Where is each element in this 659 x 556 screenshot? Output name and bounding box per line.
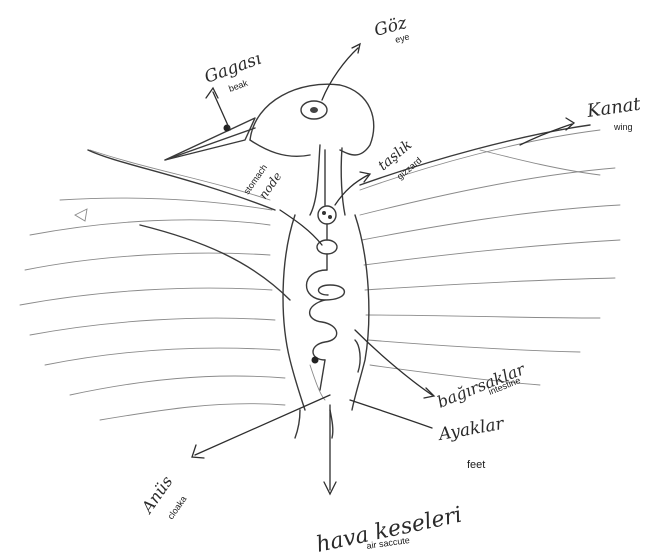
body-drawing (283, 145, 369, 438)
beak-drawing (165, 118, 255, 160)
right-wing-drawing (360, 125, 620, 385)
feet-label-turkish: Ayaklar (435, 414, 506, 446)
airsac-label-turkish: hava keseleri (314, 503, 464, 556)
digestive-tract-drawing (306, 150, 360, 400)
label-arrows (192, 44, 574, 494)
head-drawing (250, 84, 374, 156)
wing-label-english: wing (613, 122, 633, 132)
feet-label-english: feet (467, 459, 485, 471)
anus-label-english: cloaka (165, 494, 188, 521)
wing-label-turkish: Kanat (585, 94, 643, 123)
beak-label-english: beak (227, 78, 249, 94)
